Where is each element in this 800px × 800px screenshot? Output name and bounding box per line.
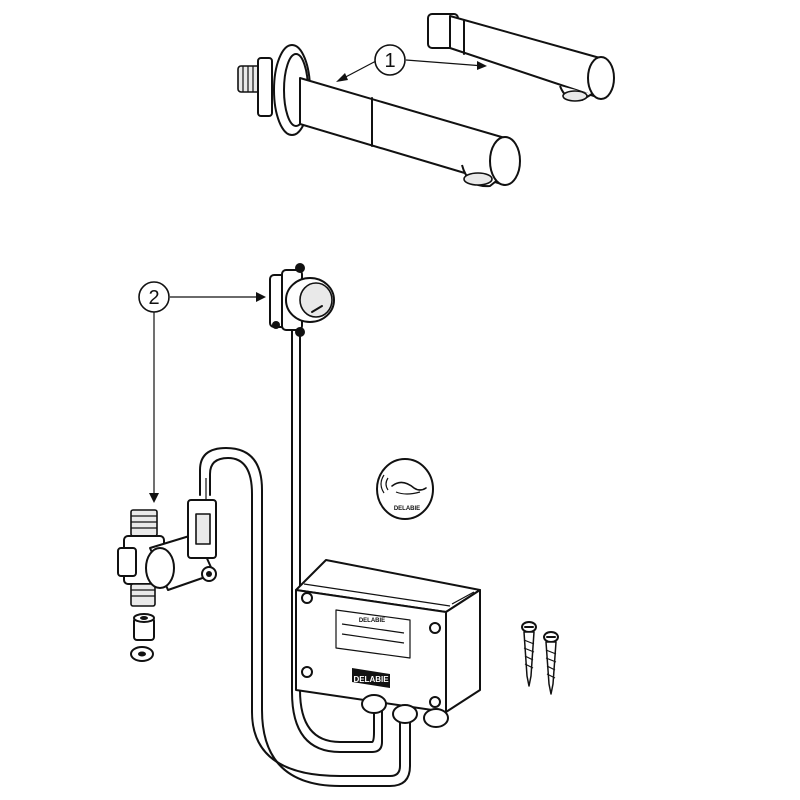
sensor-sticker: DELABIE xyxy=(376,458,434,520)
callout-2-label: 2 xyxy=(148,287,159,309)
filter-parts xyxy=(130,613,155,662)
spout-long xyxy=(237,44,521,188)
fixing-screw-left xyxy=(521,621,537,687)
box-logo-brand: DELABIE xyxy=(353,675,389,684)
box-label-brand: DELABIE xyxy=(359,618,385,624)
spout-short xyxy=(427,13,615,102)
electronic-box: DELABIE DELABIE xyxy=(295,559,481,728)
callout-1-label: 1 xyxy=(384,50,395,72)
sensor-head xyxy=(269,263,383,753)
sticker-brand: DELABIE xyxy=(394,506,420,512)
callout-2: 2 xyxy=(138,281,266,503)
callout-1: 1 xyxy=(336,44,487,82)
fixing-screw-right xyxy=(543,631,559,695)
solenoid-valve xyxy=(117,499,217,607)
solenoid-cable xyxy=(199,447,411,787)
